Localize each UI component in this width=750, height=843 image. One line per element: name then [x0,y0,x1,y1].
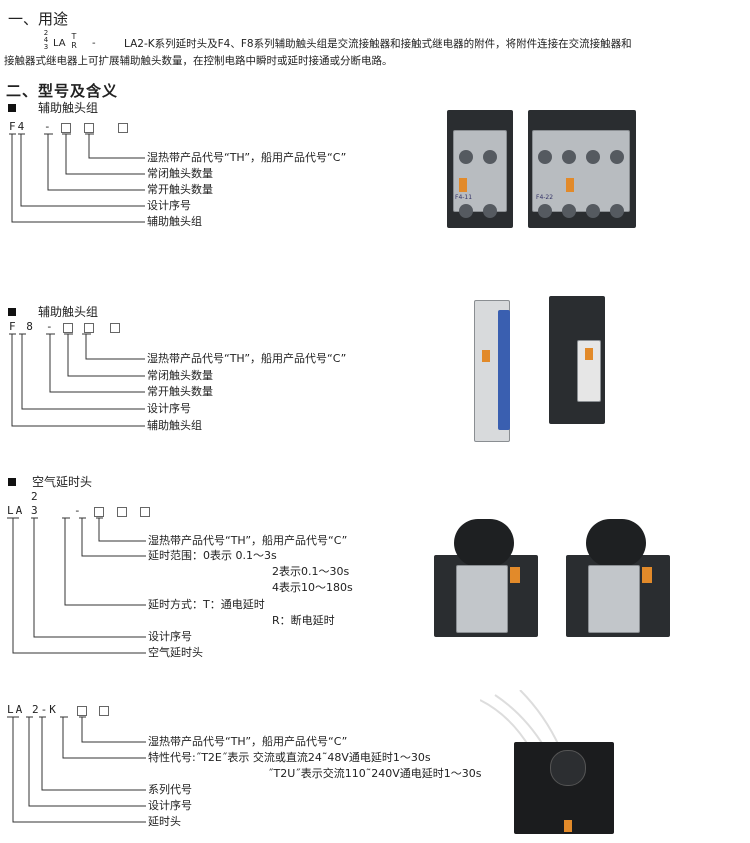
la2k-label: 延时头 [148,815,181,828]
la2k-label: 设计序号 [148,799,192,812]
f4-label: 常闭触头数量 [147,167,213,180]
f4-code: F4 [9,120,27,133]
la23-digit: 3 [31,504,40,517]
la2k-label: 特性代号:˝T2E˝表示 交流或直流24˜48V通电延时1～30s [148,751,431,764]
la23-sup: 2 [31,490,40,503]
product-image-f4-11: F4-11 [443,100,518,230]
section-title-model: 二、型号及含义 [6,82,119,100]
f8-code: F 8 [9,320,35,333]
product-image-f4-22: F4-22 [526,100,638,230]
code-box [118,123,128,133]
la23-code: LA [7,504,25,517]
product-image-f8-side [468,290,518,450]
product-image-f8-back [545,290,615,430]
la23-label: 延时方式：T：通电延时 [148,598,265,611]
prefix-dash: - [92,38,96,49]
code-box [84,323,94,333]
bullet-square [8,104,16,112]
code-box [110,323,120,333]
la23-label: 设计序号 [148,630,192,643]
la23-label: 湿热带产品代号“TH”，船用产品代号“C” [148,534,348,547]
product-image-la2-1 [428,515,543,640]
usage-line-2: 接触器式继电器上可扩展辅助触头数量，在控制电路中瞬时或延时接通或分断电路。 [4,55,393,67]
la23-label: 空气延时头 [148,646,203,659]
product-image-la2-k [480,690,620,840]
la2k-code: LA [7,703,25,716]
la23-heading: 空气延时头 [32,475,93,489]
code-box [140,507,150,517]
f8-heading: 辅助触头组 [38,305,99,319]
la2k-series: 2-K [32,703,58,716]
f8-label: 常闭触头数量 [147,369,213,382]
prefix-code: LA [53,38,66,49]
prefix-tr: T R [71,32,77,50]
f4-label: 湿热带产品代号“TH”，船用产品代号“C” [147,151,347,164]
usage-line-1: LA2-K系列延时头及F4、F8系列辅助触头组是交流接触器和接触式继电器的附件，… [124,38,632,50]
f4-label: 设计序号 [147,199,191,212]
bullet-square [8,478,16,486]
f8-label: 湿热带产品代号“TH”，船用产品代号“C” [147,352,347,365]
prefix-stack: 2 4 3 [43,29,49,51]
la23-label: R：断电延时 [272,614,335,627]
image-label: F4-22 [536,194,554,201]
la2k-label: ˝T2U˝表示交流110˜240V通电延时1～30s [268,767,482,780]
f4-label: 常开触头数量 [147,183,213,196]
image-label: F4-11 [455,194,473,201]
la23-label: 4表示10～180s [272,581,353,594]
code-box [77,706,87,716]
f8-label: 常开触头数量 [147,385,213,398]
f4-label: 辅助触头组 [147,215,202,228]
la23-label: 延时范围：0表示 0.1～3s [148,549,277,562]
code-box [99,706,109,716]
bullet-square [8,308,16,316]
code-box [94,507,104,517]
f8-dash: - [46,320,55,333]
code-box [63,323,73,333]
f4-dash: - [44,120,53,133]
product-image-la2-2 [560,515,675,640]
la23-dash: - [74,504,83,517]
f8-label: 设计序号 [147,402,191,415]
code-box [117,507,127,517]
code-box [84,123,94,133]
section-title-usage: 一、用途 [8,10,69,28]
code-box [61,123,71,133]
f4-heading: 辅助触头组 [38,101,99,115]
la2k-label: 系列代号 [148,783,192,796]
la23-label: 2表示0.1～30s [272,565,350,578]
la2k-label: 湿热带产品代号“TH”，船用产品代号“C” [148,735,348,748]
f8-label: 辅助触头组 [147,419,202,432]
